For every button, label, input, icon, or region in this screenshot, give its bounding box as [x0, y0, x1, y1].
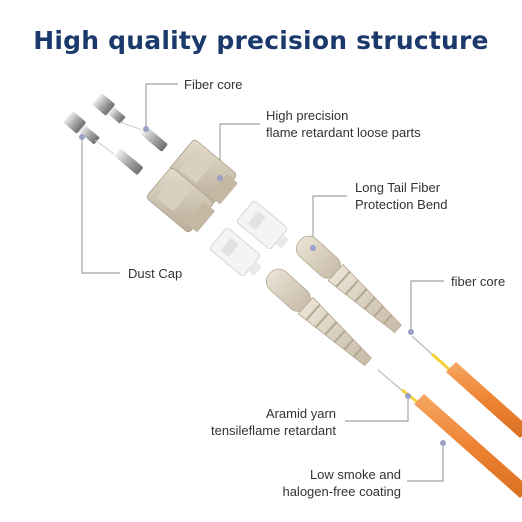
metal-ferrule-parts: [63, 93, 168, 175]
label-loose-parts-line1: High precision: [266, 107, 421, 124]
label-long-tail-line1: Long Tail Fiber: [355, 179, 448, 196]
marker-dot: [79, 134, 85, 140]
callout-line-fiber-core-right: [411, 281, 444, 332]
callout-line-aramid: [345, 396, 408, 421]
marker-dot: [408, 329, 414, 335]
label-long-tail: Long Tail Fiber Protection Bend: [355, 179, 448, 213]
label-coating-line1: Low smoke and: [282, 466, 401, 483]
label-loose-parts: High precision flame retardant loose par…: [266, 107, 421, 141]
label-aramid-line1: Aramid yarn: [211, 405, 336, 422]
label-aramid-line2: tensileflame retardant: [211, 422, 336, 439]
label-fiber-core-right: fiber core: [451, 273, 505, 290]
marker-dot: [440, 440, 446, 446]
marker-dot: [310, 245, 316, 251]
label-long-tail-line2: Protection Bend: [355, 196, 448, 213]
marker-dot: [405, 393, 411, 399]
label-dust-cap: Dust Cap: [128, 265, 182, 282]
callout-line-fiber-core-top: [146, 84, 178, 129]
marker-dot: [217, 175, 223, 181]
marker-dot: [143, 126, 149, 132]
label-fiber-core-top: Fiber core: [184, 76, 243, 93]
marker-dots: [79, 126, 446, 446]
label-coating-line2: halogen-free coating: [282, 483, 401, 500]
label-aramid: Aramid yarn tensileflame retardant: [211, 405, 336, 439]
callout-line-dust-cap: [82, 137, 120, 273]
callout-line-coating: [407, 443, 443, 481]
label-loose-parts-line2: flame retardant loose parts: [266, 124, 421, 141]
bare-fiber-front: [378, 370, 404, 392]
label-coating: Low smoke and halogen-free coating: [282, 466, 401, 500]
